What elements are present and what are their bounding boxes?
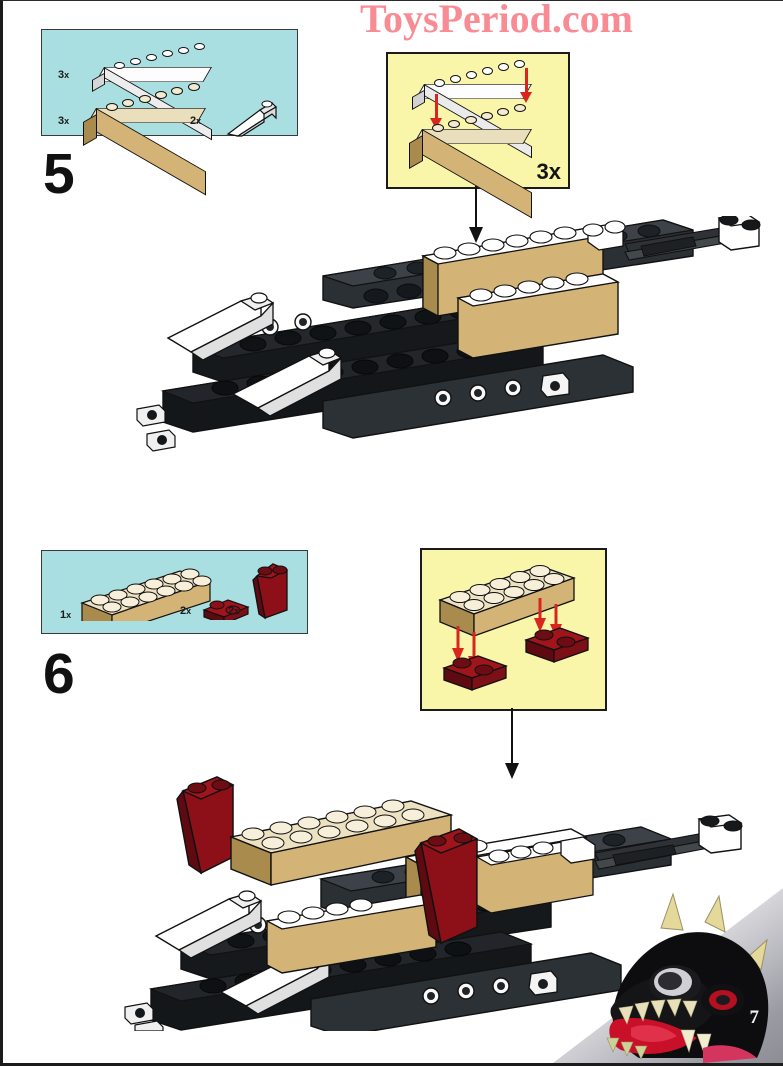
- dragon-head-icon: [606, 892, 769, 1063]
- assembly-arrow-head: [430, 118, 442, 129]
- page-number: 7: [749, 1007, 760, 1028]
- parts-inventory-step-5: 3x 3x 2x: [41, 29, 298, 196]
- model-step-6: [121, 761, 771, 1037]
- part-brick-1x6-tan: [74, 82, 234, 196]
- quantity-label: 1x: [60, 609, 72, 621]
- assembly-arrow: [435, 94, 438, 120]
- part-plate-1x6-white: [82, 42, 222, 141]
- parts-inventory-step-6: 1x 2x 2x: [41, 550, 308, 634]
- connector-arrow-step-6: [505, 763, 519, 779]
- connector-line-step-5: [475, 186, 477, 230]
- part-plate-1x2-dark-red: [200, 588, 255, 625]
- corner-graphic: 7: [553, 888, 783, 1063]
- step-number-6: 6: [43, 642, 75, 706]
- quantity-label: 3x: [58, 69, 70, 81]
- assembly-arrow: [525, 68, 528, 94]
- watermark: ToysPeriod.com: [360, 0, 633, 41]
- connector-arrow-step-5: [469, 227, 483, 243]
- sub-part-plate-1x6-white: [406, 58, 546, 159]
- quantity-label: 2x: [228, 605, 240, 617]
- quantity-label: 2x: [190, 115, 202, 127]
- step-number-5: 5: [43, 142, 75, 206]
- sub-assembly-step-6: [420, 548, 607, 711]
- sub-assembly-diagram-step-6: [438, 565, 590, 691]
- part-slope-brick-dark-red: [247, 556, 295, 624]
- quantity-label: 2x: [180, 605, 192, 617]
- part-slope-brick-white: [214, 92, 284, 138]
- sub-assembly-step-5: 3x: [386, 52, 570, 219]
- connector-line-step-6: [511, 708, 513, 766]
- sub-part-brick-1x6-tan: [404, 99, 554, 219]
- sub-assembly-count-step-5: 3x: [536, 159, 561, 184]
- slope-icon: [226, 100, 277, 137]
- quantity-label: 3x: [58, 115, 70, 127]
- assembly-arrow-head: [520, 92, 532, 103]
- model-step-5: [133, 213, 763, 466]
